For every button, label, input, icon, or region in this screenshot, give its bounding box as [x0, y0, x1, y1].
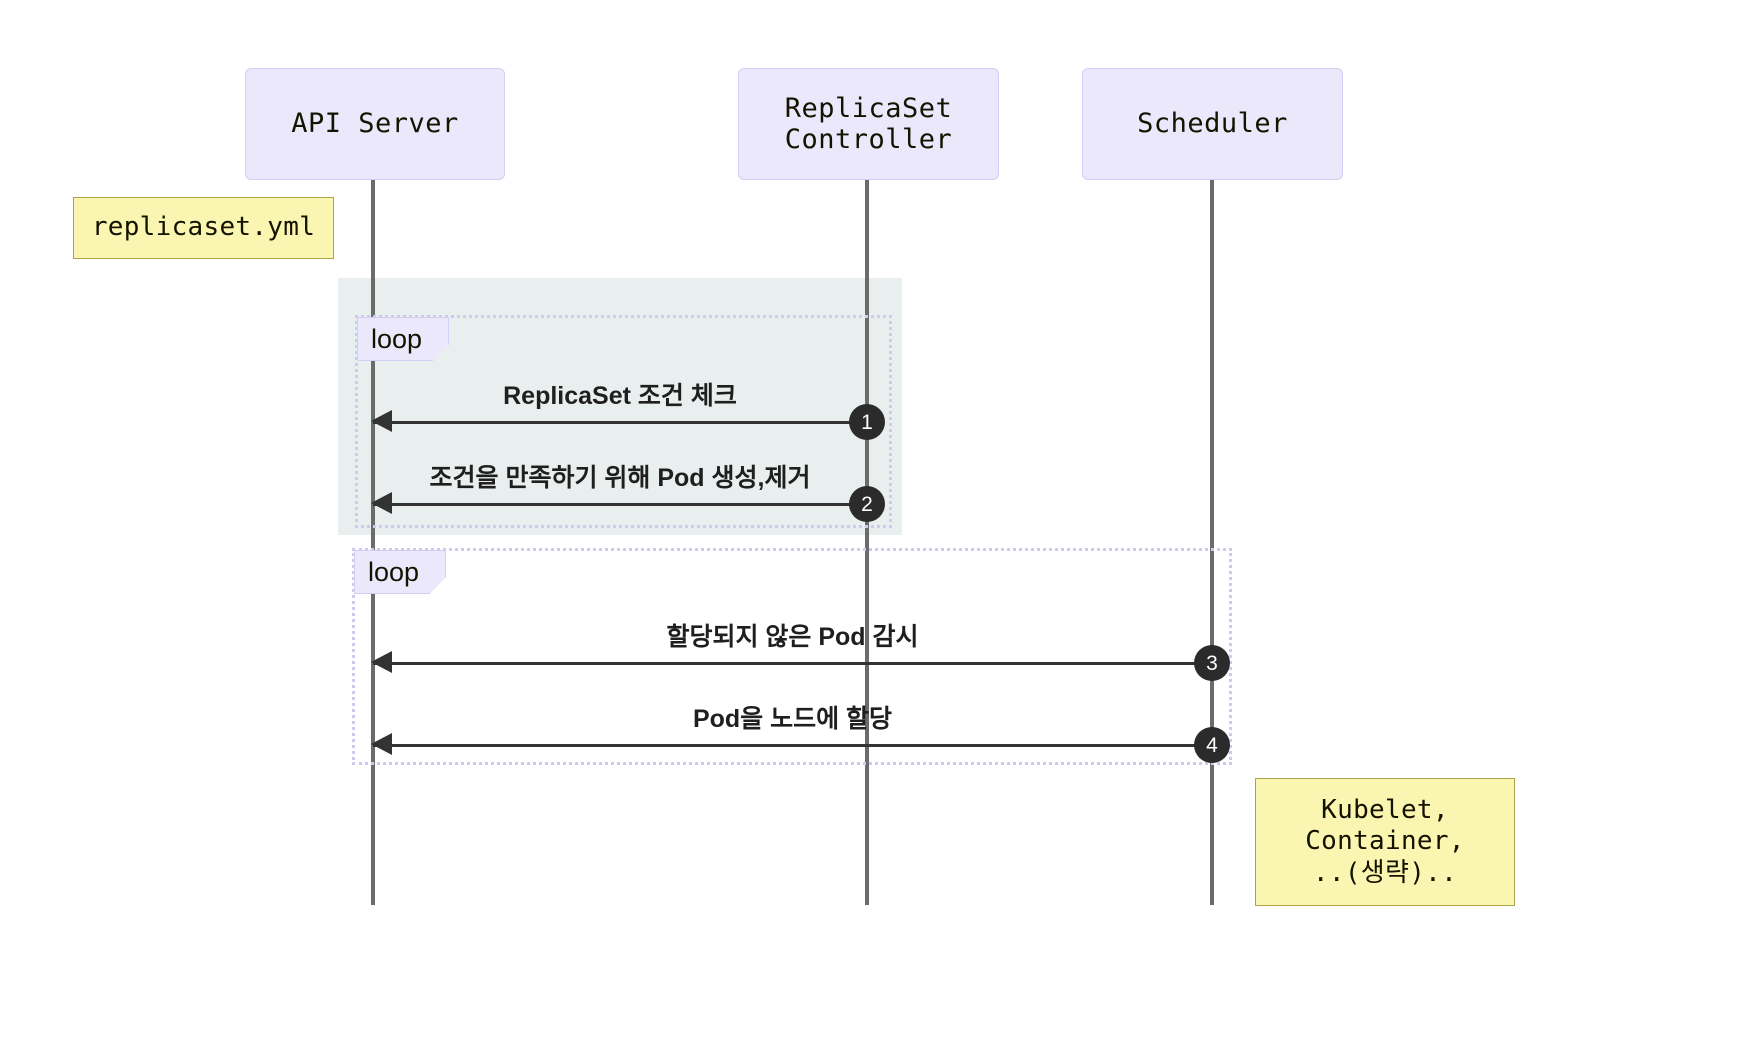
loop-scheduler-label: loop [354, 550, 446, 594]
participant-scheduler-label: Scheduler [1137, 108, 1288, 140]
lifeline-replicaset-controller [865, 178, 869, 905]
message-2-arrowhead [371, 492, 392, 514]
message-2-line [373, 503, 867, 506]
note-kubelet-container-text: Kubelet, Container, ..(생략).. [1305, 795, 1465, 888]
message-4-badge: 4 [1194, 727, 1230, 763]
message-1-text: ReplicaSet 조건 체크 [503, 382, 737, 410]
participant-replicaset-controller-label: ReplicaSet Controller [784, 92, 953, 155]
message-2-badge: 2 [849, 486, 885, 522]
loop-replicaset-label: loop [357, 317, 449, 361]
message-4-arrowhead [371, 733, 392, 755]
message-3-text: 할당되지 않은 Pod 감시 [666, 623, 919, 651]
message-4-line [373, 744, 1212, 747]
message-4-text: Pod을 노드에 할당 [692, 705, 893, 733]
lifeline-api-server [371, 178, 375, 905]
lifeline-scheduler [1210, 178, 1214, 905]
loop-replicaset-box [355, 315, 892, 528]
message-1-line [373, 421, 867, 424]
note-replicaset-yml-text: replicaset.yml [91, 212, 316, 243]
participant-api-server[interactable]: API Server [245, 68, 505, 180]
message-2-text: 조건을 만족하기 위해 Pod 생성,제거 [429, 464, 811, 492]
message-3-badge: 3 [1194, 645, 1230, 681]
message-1-arrowhead [371, 410, 392, 432]
participant-scheduler[interactable]: Scheduler [1082, 68, 1343, 180]
message-3-arrowhead [371, 651, 392, 673]
message-1-badge: 1 [849, 404, 885, 440]
note-kubelet-container: Kubelet, Container, ..(생략).. [1255, 778, 1515, 906]
note-replicaset-yml: replicaset.yml [73, 197, 334, 259]
participant-replicaset-controller[interactable]: ReplicaSet Controller [738, 68, 999, 180]
participant-api-server-label: API Server [291, 108, 459, 140]
message-3-line [373, 662, 1212, 665]
loop-scheduler-box [352, 548, 1232, 765]
